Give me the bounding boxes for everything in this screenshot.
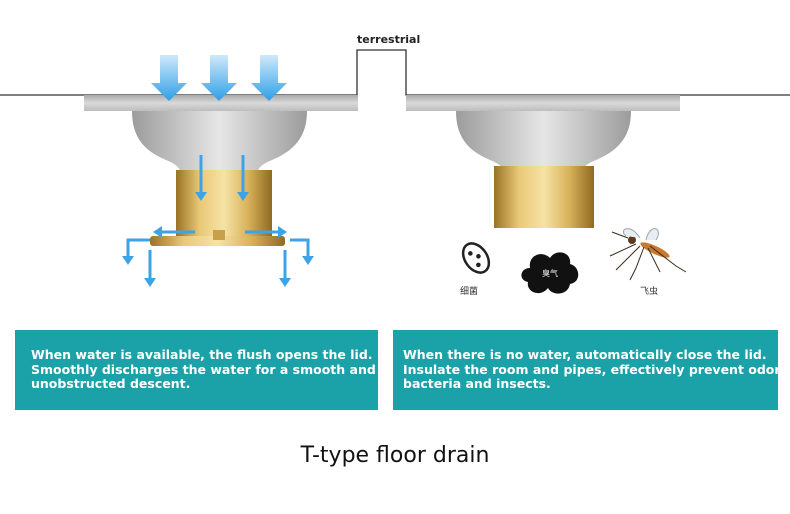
arrow-down-icon	[251, 55, 287, 101]
terrestrial-label: terrestrial	[357, 33, 421, 46]
drain-cup	[456, 111, 631, 172]
panel-line: Smoothly discharges the water for a smoo…	[31, 361, 376, 377]
drain-cup	[132, 111, 307, 172]
mosquito-icon	[609, 228, 687, 281]
panel-line: bacteria and insects.	[403, 376, 551, 391]
bacteria-icon	[461, 242, 491, 274]
panel-line: When water is available, the flush opens…	[31, 347, 373, 362]
caption-title: T-type floor drain	[300, 443, 490, 468]
open-lid	[150, 236, 285, 246]
open-drain	[84, 95, 358, 246]
insects-label: 飞虫	[640, 287, 659, 297]
water-arrows-out	[122, 226, 314, 287]
lid-stem	[213, 230, 225, 240]
water-arrows-in	[151, 55, 287, 101]
panel-line: When there is no water, automatically cl…	[403, 347, 767, 362]
open-state-panel: When water is available, the flush opens…	[15, 330, 378, 410]
closed-state-panel: When there is no water, automatically cl…	[393, 330, 784, 410]
floor-line	[0, 49, 790, 96]
arrow-down-icon	[151, 55, 187, 101]
panel-line: unobstructed descent.	[31, 376, 191, 391]
arrow-down-icon	[201, 55, 237, 101]
brass-body	[494, 166, 594, 228]
odor-icon: 臭气	[521, 252, 579, 294]
drain-plate	[406, 95, 680, 111]
odor-label: 臭气	[542, 268, 558, 278]
closed-drain	[406, 95, 680, 228]
panel-line: Insulate the room and pipes, effectively…	[403, 361, 784, 377]
bacteria-label: 细菌	[460, 287, 479, 297]
drain-plate	[84, 95, 358, 111]
water-arrows-inside	[195, 155, 249, 201]
brass-body	[176, 170, 272, 240]
